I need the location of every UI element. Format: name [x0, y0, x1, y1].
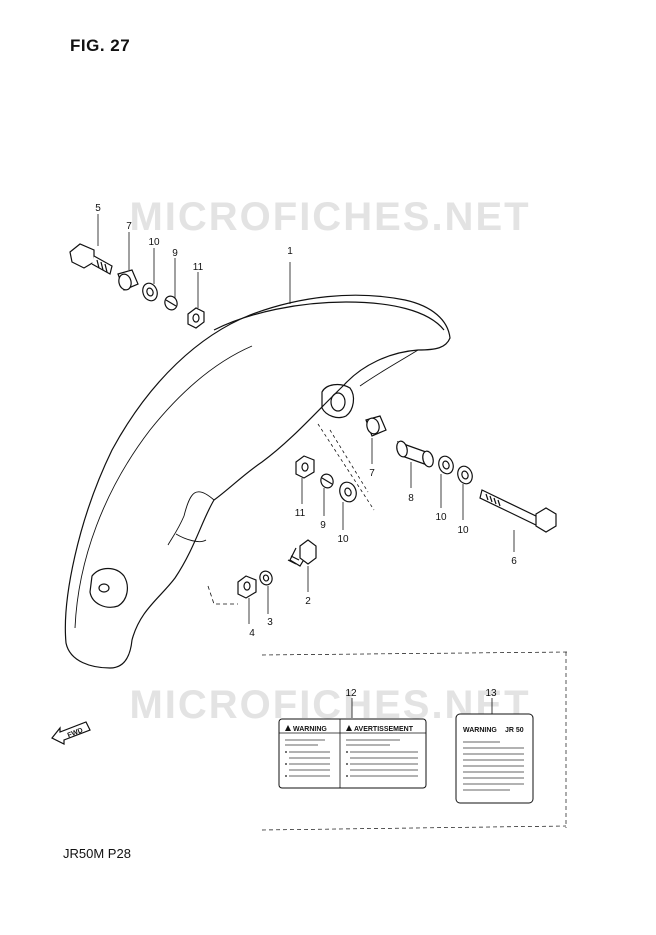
- washer-10-mid: [339, 481, 357, 503]
- label-12-avertissement: AVERTISSEMENT: [354, 726, 414, 733]
- lockwasher-9-mid: [320, 473, 334, 489]
- callout-11-top: 11: [193, 262, 204, 273]
- callout-3: 3: [267, 617, 273, 628]
- washer-10-right-b: [457, 465, 473, 485]
- bolt-2: [287, 539, 317, 567]
- callout-11-mid: 11: [295, 508, 306, 519]
- bolt-5: [69, 243, 113, 275]
- figure-title: FIG. 27: [70, 36, 131, 55]
- callout-8: 8: [408, 493, 414, 504]
- nut-11-top: [187, 307, 205, 329]
- callout-13: 13: [485, 688, 497, 699]
- label-12-warning: WARNING: [293, 726, 327, 733]
- callout-6: 6: [511, 556, 517, 567]
- washer-10-right-a: [438, 455, 454, 475]
- callout-5: 5: [95, 203, 101, 214]
- label-13-model: JR 50: [505, 727, 524, 734]
- callout-7-top: 7: [126, 221, 132, 232]
- washer-3: [259, 570, 273, 586]
- warning-label-12: WARNING AVERTISSEMENT: [278, 718, 427, 789]
- leader-fender-to-nut: [207, 585, 238, 605]
- callout-10-right-b: 10: [457, 525, 469, 536]
- warning-label-13: WARNING JR 50: [455, 713, 534, 804]
- warning-triangle-icon: [285, 725, 291, 731]
- callout-7-right: 7: [369, 468, 375, 479]
- front-fender: [64, 294, 451, 669]
- bracket-lines: [317, 423, 375, 511]
- label-13-warning: WARNING: [463, 727, 497, 734]
- callout-9-top: 9: [172, 248, 178, 259]
- callout-10-right-a: 10: [435, 512, 447, 523]
- callout-1: 1: [287, 246, 293, 257]
- warning-triangle-icon: [346, 725, 352, 731]
- collar-7-right: [365, 415, 387, 437]
- callout-10-mid: 10: [337, 534, 349, 545]
- callout-10-top: 10: [148, 237, 160, 248]
- callout-9-mid: 9: [320, 520, 326, 531]
- leader-lines: [97, 214, 515, 718]
- callout-2: 2: [305, 596, 311, 607]
- callout-12: 12: [345, 688, 357, 699]
- forward-arrow-icon: FWD: [51, 721, 91, 745]
- nut-11-mid: [295, 455, 315, 479]
- lockwasher-9-top: [164, 295, 178, 311]
- spacer-8: [396, 440, 434, 468]
- bolt-6: [479, 489, 557, 533]
- washer-10-top: [142, 282, 158, 302]
- callouts: 1 5 7 10 9 11 7 8 10 10 6 11 9 10 2 4 3 …: [95, 203, 517, 699]
- watermark-top: MICROFICHES.NET: [129, 195, 530, 239]
- diagram-code: JR50M P28: [63, 846, 131, 861]
- label-kit-box: [261, 651, 569, 831]
- collar-7-top: [117, 269, 139, 291]
- callout-4: 4: [249, 628, 255, 639]
- nut-4: [237, 575, 257, 599]
